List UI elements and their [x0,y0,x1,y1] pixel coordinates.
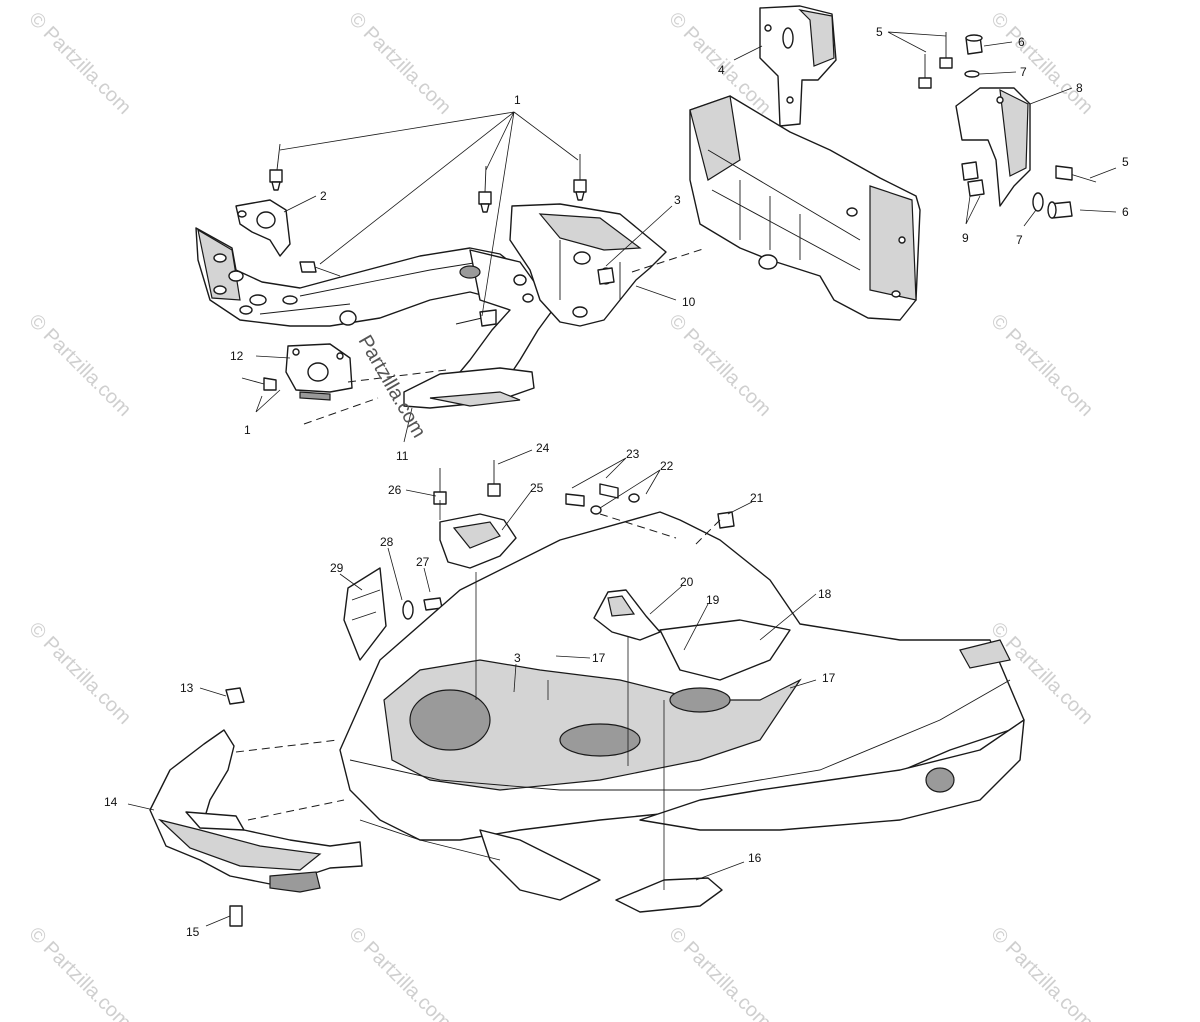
callout-label: 21 [750,491,764,505]
watermark: © Partzilla.com [986,310,1097,421]
bracket-part-10 [509,203,667,327]
latch-part-20 [593,589,661,641]
callout-label: 7 [1020,65,1027,79]
callout-label: 13 [180,681,194,695]
callout-label: 24 [536,441,550,455]
callout-label: 6 [1018,35,1025,49]
callout-label: 2 [320,189,327,203]
watermark: © Partzilla.com [24,618,135,729]
callout-label: 27 [416,555,430,569]
callout-label: 15 [186,925,200,939]
watermark: © Partzilla.com [24,310,135,421]
watermark: © Partzilla.com [664,923,775,1022]
watermark: © Partzilla.com [24,8,135,119]
watermark: © Partzilla.com [344,923,455,1022]
shield-part-25 [439,513,517,569]
callout-label: 26 [388,483,402,497]
callout-label: 28 [380,535,394,549]
callout-label: 22 [660,459,674,473]
callout-label: 11 [396,449,409,463]
bracket-part-4 [759,5,837,127]
watermark: © Partzilla.com [24,923,135,1022]
bumper-part-14 [149,729,363,893]
callout-label: 20 [680,575,694,589]
callout-label: 29 [330,561,344,575]
callout-label: 19 [706,593,720,607]
callout-label: 10 [682,295,696,309]
callout-label: 12 [230,349,244,363]
nose-pan-assembly [339,511,1025,901]
callout-leaders [127,31,1117,927]
callout-label: 17 [822,671,836,685]
callout-label: 9 [962,231,969,245]
plate-part-29 [343,567,387,661]
callout-label: 5 [876,25,883,39]
callout-label: 6 [1122,205,1129,219]
assembly-guide-lines [235,247,721,890]
callout-label: 1 [514,93,521,107]
callout-label: 18 [818,587,832,601]
watermark: © Partzilla.com [664,310,775,421]
callout-label: 17 [592,651,606,665]
watermark: © Partzilla.com [986,923,1097,1022]
callout-label: 4 [718,63,725,77]
callout-label: 5 [1122,155,1129,169]
callout-label: 23 [626,447,640,461]
callout-label: 14 [104,795,118,809]
callout-label: 7 [1016,233,1023,247]
rear-crossmember-assembly [689,95,921,321]
plate-part-12 [285,343,353,401]
callout-labels: 1 2 3 4 5 6 7 8 5 6 7 9 10 11 12 1 24 26… [104,25,1129,939]
watermark: © Partzilla.com [344,8,455,119]
callout-label: 8 [1076,81,1083,95]
callout-label: 3 [674,193,681,207]
callout-label: 25 [530,481,544,495]
bracket-part-8 [955,87,1031,207]
callout-label: 16 [748,851,762,865]
bracket-part-2 [235,199,291,257]
plate-part-16 [615,877,723,913]
callout-label: 3 [514,651,521,665]
callout-label: 1 [244,423,251,437]
